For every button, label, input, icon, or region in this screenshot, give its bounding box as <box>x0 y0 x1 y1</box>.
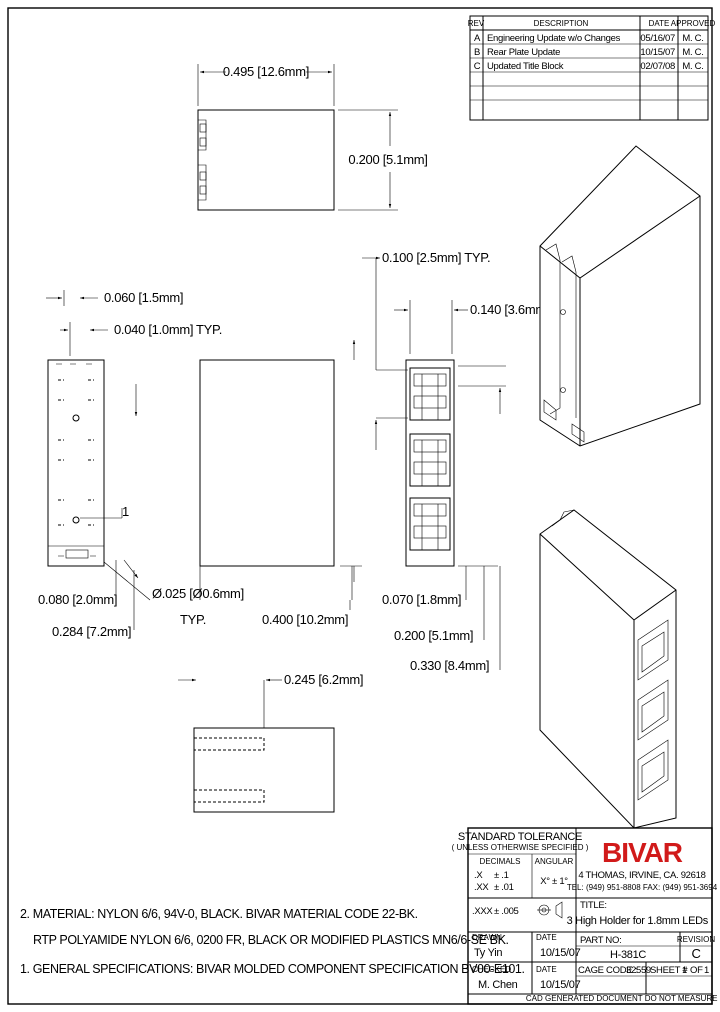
angular-label: ANGULAR <box>535 857 574 866</box>
rev-row-a-date: 05/16/07 <box>640 33 675 44</box>
revision-label: REVISION <box>677 935 715 944</box>
checked-value: M. Chen <box>478 979 518 991</box>
dim-0400: 0.400 [10.2mm] <box>262 612 348 627</box>
title-value: 3 High Holder for 1.8mm LEDs <box>567 915 709 927</box>
note-2-line-2: RTP POLYAMIDE NYLON 6/6, 0200 FR, BLACK … <box>33 933 509 947</box>
dim-0080: 0.080 [2.0mm] <box>38 592 117 607</box>
tol-x-val: ± .1 <box>494 870 509 881</box>
rev-row-b-date: 10/15/07 <box>640 47 675 58</box>
date-value-1: 10/15/07 <box>540 947 581 959</box>
revision-block: REV DESCRIPTION DATE APPROVED A Engineer… <box>468 15 716 121</box>
rev-row-a-rev: A <box>474 33 481 44</box>
dim-0060: 0.060 [1.5mm] <box>104 290 183 305</box>
revision-value: C <box>691 946 700 961</box>
description-header: DESCRIPTION <box>534 19 589 28</box>
decimals-label: DECIMALS <box>480 857 521 866</box>
part-no-value: H-381C <box>610 949 646 961</box>
company-logo: BIVAR <box>602 837 683 868</box>
title-block <box>467 827 713 1005</box>
date-header: DATE <box>649 19 670 28</box>
tolerance-title: STANDARD TOLERANCE <box>458 831 582 843</box>
callout-1: 1 <box>122 504 129 519</box>
checked-label: CHECKED <box>472 965 511 974</box>
sheet-of: OF <box>690 965 703 976</box>
front-view <box>362 256 506 670</box>
angular-val: X° ± 1° <box>540 876 568 887</box>
rear-view <box>199 340 362 610</box>
title-label: TITLE: <box>580 900 607 911</box>
cad-note: CAD GENERATED DOCUMENT DO NOT MEASURE DR… <box>526 994 720 1003</box>
tol-x: .X <box>474 870 483 881</box>
cage-code-label: CAGE CODE : <box>578 965 637 976</box>
sheet-value: 1 <box>682 965 687 976</box>
date-value-2: 10/15/07 <box>540 979 581 991</box>
dim-0025: Ø.025 [Ø0.6mm] <box>152 586 244 601</box>
rev-header: REV <box>468 19 485 28</box>
tol-xxx: .XXX <box>472 906 493 917</box>
dim-0284: 0.284 [7.2mm] <box>52 624 131 639</box>
rev-row-b-rev: B <box>474 47 480 58</box>
date-label-1: DATE <box>536 933 557 942</box>
tolerance-subtitle: ( UNLESS OTHERWISE SPECIFIED ) <box>452 843 589 852</box>
rev-row-b-desc: Rear Plate Update <box>487 47 560 58</box>
isometric-front-view <box>539 509 677 829</box>
note-1: 1. GENERAL SPECIFICATIONS: BIVAR MOLDED … <box>20 962 525 976</box>
dim-height-top: 0.200 [5.1mm] <box>348 152 427 167</box>
rev-row-c-desc: Updated Title Block <box>487 61 564 72</box>
isometric-rear-view <box>539 145 701 447</box>
dim-0200b: 0.200 [5.1mm] <box>394 628 473 643</box>
cage-code-value: 32559 <box>626 965 651 976</box>
sheet-label: SHEET # <box>650 965 688 976</box>
dim-0245: 0.245 [6.2mm] <box>284 672 363 687</box>
drawn-label: DRAWN <box>472 933 502 942</box>
dim-0025-typ: TYP. <box>180 612 206 627</box>
rev-row-c-rev: C <box>474 61 481 72</box>
side-view <box>46 290 151 630</box>
sheet-border <box>7 7 713 1005</box>
dim-0070: 0.070 [1.8mm] <box>382 592 461 607</box>
rev-row-b-approved: M. C. <box>682 47 703 58</box>
rev-row-a-approved: M. C. <box>682 33 703 44</box>
rev-row-a-desc: Engineering Update w/o Changes <box>487 33 621 44</box>
company-address: 4 THOMAS, IRVINE, CA. 92618 <box>578 870 705 881</box>
approved-header: APPROVED <box>671 19 716 28</box>
drawn-value: Ty Yin <box>474 947 502 959</box>
part-no-label: PART NO: <box>580 935 621 946</box>
rev-row-c-approved: M. C. <box>682 61 703 72</box>
dim-0100: 0.100 [2.5mm] TYP. <box>382 250 490 265</box>
date-label-2: DATE <box>536 965 557 974</box>
dim-0330: 0.330 [8.4mm] <box>410 658 489 673</box>
top-view <box>197 64 398 211</box>
bottom-view <box>178 678 335 813</box>
dim-0140: 0.140 [3.6mm] <box>470 302 549 317</box>
dim-0040-typ: TYP. <box>196 322 222 337</box>
dim-0040: 0.040 [1.0mm] <box>114 322 193 337</box>
rev-row-c-date: 02/07/08 <box>640 61 675 72</box>
dim-width-top: 0.495 [12.6mm] <box>223 64 309 79</box>
company-phone: TEL: (949) 951-8808 FAX: (949) 951-3694 <box>567 883 718 892</box>
sheet-total: 1 <box>704 965 709 976</box>
tol-xx-val: ± .01 <box>494 882 514 893</box>
note-2-line-1: 2. MATERIAL: NYLON 6/6, 94V-0, BLACK. BI… <box>20 907 418 921</box>
tol-xxx-val: ± .005 <box>494 906 519 917</box>
tol-xx: .XX <box>474 882 489 893</box>
